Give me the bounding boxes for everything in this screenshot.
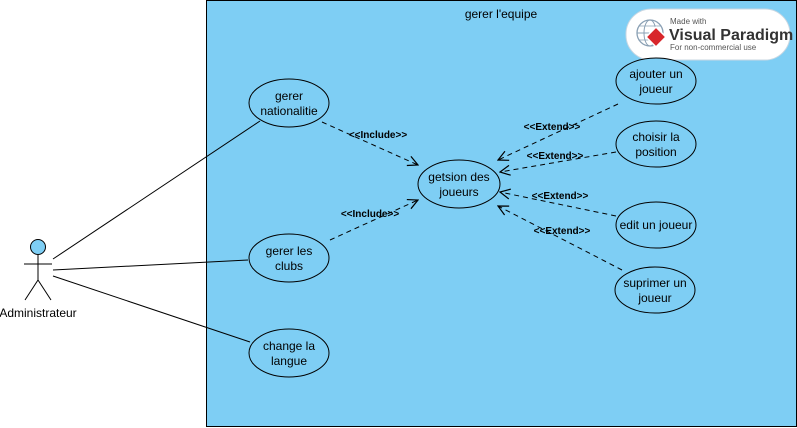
usecase-label: position <box>635 145 676 159</box>
usecase-label: getsion des <box>428 170 489 184</box>
actor-head <box>30 239 46 255</box>
usecase-label: joueurs <box>438 185 478 199</box>
include-label-clubs: <<Include>> <box>341 209 400 220</box>
extend-label-position: <<Extend>> <box>527 151 584 162</box>
include-arrow-clubs[interactable] <box>329 200 418 241</box>
association-nationalitie[interactable] <box>52 120 261 260</box>
watermark-made-with: Made with <box>670 17 706 26</box>
usecase-gerer-nationalitie[interactable]: gerer nationalitie <box>248 78 330 128</box>
actor-label: Administrateur <box>0 306 77 320</box>
usecase-change-la-langue[interactable]: change la langue <box>248 328 330 378</box>
visual-paradigm-watermark: Made with Visual Paradigm For non-commer… <box>625 8 793 61</box>
usecase-label: joueur <box>638 82 672 96</box>
usecase-label: suprimer un <box>623 276 686 290</box>
extend-arrow-ajouter[interactable] <box>498 103 619 160</box>
usecase-label: change la <box>263 339 315 353</box>
usecase-label: choisir la <box>632 130 680 144</box>
usecase-label: gerer <box>275 89 303 103</box>
usecase-label: clubs <box>275 259 303 273</box>
visual-paradigm-logo-icon <box>645 26 667 48</box>
system-title: gerer l'equipe <box>465 7 538 21</box>
extend-arrow-edit[interactable] <box>500 192 617 217</box>
usecase-suprimer-un-joueur[interactable]: suprimer un joueur <box>614 266 696 314</box>
extend-label-edit: <<Extend>> <box>532 191 589 202</box>
usecase-getsion-des-joueurs[interactable]: getsion des joueurs <box>417 159 501 209</box>
usecase-label: ajouter un <box>629 67 682 81</box>
usecase-label: langue <box>271 354 307 368</box>
extend-label-ajouter: <<Extend>> <box>524 122 581 133</box>
include-label-nationalitie: <<Include>> <box>349 130 408 141</box>
watermark-brand: Visual Paradigm <box>669 27 793 44</box>
usecase-label: joueur <box>637 291 671 305</box>
watermark-noncommercial: For non-commercial use <box>670 43 757 52</box>
association-clubs[interactable] <box>52 259 249 271</box>
usecase-edit-un-joueur[interactable]: edit un joueur <box>615 201 697 249</box>
usecase-ajouter-un-joueur[interactable]: ajouter un joueur <box>615 57 697 105</box>
extend-label-suprimer: <<Extend>> <box>534 226 591 237</box>
extend-arrow-position[interactable] <box>500 151 617 172</box>
usecase-gerer-les-clubs[interactable]: gerer les clubs <box>248 233 330 283</box>
usecase-label: gerer les <box>266 244 313 258</box>
association-langue[interactable] <box>52 275 251 343</box>
usecase-label: nationalitie <box>260 104 318 118</box>
usecase-label: edit un joueur <box>620 218 693 232</box>
actor-administrateur[interactable]: Administrateur <box>0 239 77 321</box>
usecase-choisir-la-position[interactable]: choisir la position <box>615 120 697 168</box>
